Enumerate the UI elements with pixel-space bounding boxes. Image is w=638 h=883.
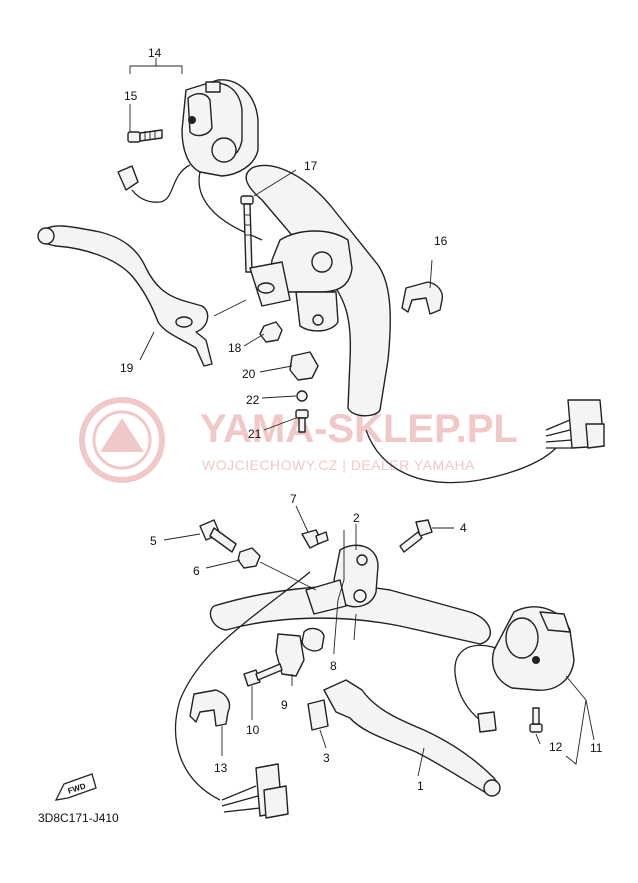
right-switch-connector xyxy=(477,711,497,733)
brake-switch-cable xyxy=(174,571,311,801)
callout-20: 20 xyxy=(242,367,256,381)
callout-8: 8 xyxy=(330,659,337,673)
watermark-subtitle: WOJCIECHOWY.CZ | DEALER YAMAHA xyxy=(202,457,475,473)
screw-21 xyxy=(295,409,309,433)
brake-holder-2 xyxy=(305,544,379,615)
callout-7: 7 xyxy=(290,492,297,506)
bolt-4 xyxy=(399,519,433,553)
washer-22 xyxy=(296,390,308,402)
screw-15 xyxy=(127,129,163,143)
bolt-17 xyxy=(240,195,254,273)
watermark-logo xyxy=(79,397,165,483)
nut-6 xyxy=(237,547,261,569)
switch-wire xyxy=(131,164,263,241)
bush-8 xyxy=(301,627,325,652)
callout-4: 4 xyxy=(460,521,467,535)
callouts: 1 2 3 4 5 6 7 8 9 10 11 12 13 14 15 16 1… xyxy=(120,46,603,793)
wire-clamp-13 xyxy=(189,689,231,727)
clutch-switch-20 xyxy=(289,351,319,381)
callout-17: 17 xyxy=(304,159,318,173)
screw-12 xyxy=(529,707,543,733)
callout-16: 16 xyxy=(434,234,448,248)
switch-connector-small xyxy=(117,165,139,191)
upper-harness-wire xyxy=(365,429,557,484)
callout-19: 19 xyxy=(120,361,134,375)
right-switch-wire xyxy=(454,644,497,721)
handlebar-right-tube xyxy=(209,585,491,645)
brake-lever xyxy=(323,679,499,795)
callout-11: 11 xyxy=(590,741,603,755)
clutch-lever-holder xyxy=(249,230,353,332)
callout-3: 3 xyxy=(323,751,330,765)
spacer-3 xyxy=(307,699,329,731)
callout-9: 9 xyxy=(281,698,288,712)
callout-5: 5 xyxy=(150,534,157,548)
forward-direction-badge: FWD xyxy=(54,773,97,801)
handlebar-left-grip xyxy=(245,164,391,417)
callout-13: 13 xyxy=(214,761,228,775)
right-handlebar-switch xyxy=(491,606,575,691)
screw-7 xyxy=(301,529,329,549)
callout-2: 2 xyxy=(353,511,360,525)
lower-harness-connector xyxy=(221,763,289,819)
callout-15: 15 xyxy=(124,89,138,103)
left-handlebar-switch xyxy=(181,79,259,177)
bolt-5 xyxy=(199,519,237,553)
callout-6: 6 xyxy=(193,564,200,578)
callout-14: 14 xyxy=(148,46,162,60)
clutch-lever-ball-end xyxy=(37,227,55,245)
screw-10 xyxy=(243,663,283,687)
nut-18 xyxy=(259,321,283,343)
clutch-lever xyxy=(39,225,213,367)
leader-lines xyxy=(129,58,595,777)
callout-22: 22 xyxy=(246,393,260,407)
brake-lever-ball-end xyxy=(483,779,501,797)
callout-12: 12 xyxy=(549,740,563,754)
callout-21: 21 xyxy=(248,427,262,441)
front-brake-switch-9 xyxy=(275,633,305,677)
callout-1: 1 xyxy=(417,779,424,793)
drawing-code: 3D8C171-J410 xyxy=(38,811,119,825)
upper-harness-connector xyxy=(545,399,605,449)
wire-clamp-16 xyxy=(401,281,444,315)
callout-10: 10 xyxy=(246,723,260,737)
callout-18: 18 xyxy=(228,341,242,355)
